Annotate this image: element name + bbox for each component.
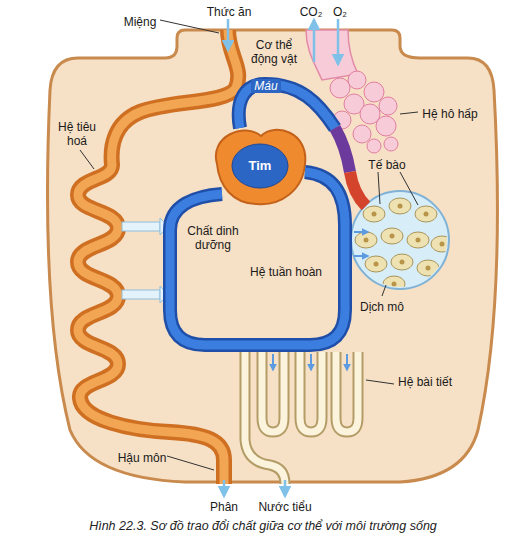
label-box: Dịch mô	[354, 297, 410, 315]
respiratory-system	[379, 97, 397, 115]
flow-arrow	[284, 480, 287, 496]
label-box: Thức ăn	[198, 2, 260, 20]
tissue-cells	[398, 204, 403, 209]
part-label: Miệng	[124, 15, 157, 29]
body-outline	[44, 28, 500, 486]
tissue-cells	[381, 228, 403, 244]
nutrient-flow	[122, 290, 160, 299]
tissue-cells	[363, 206, 385, 222]
flow-arrow	[223, 480, 226, 496]
flow-arrow	[346, 354, 348, 370]
label-box: CO₂	[296, 2, 326, 20]
respiratory-system	[384, 137, 398, 151]
tissue-cells	[415, 206, 437, 222]
heart-wall	[216, 130, 305, 204]
caption-box: Hình 22.3. Sơ đồ trao đổi chất giữa cơ t…	[0, 516, 526, 534]
tissue-cells	[374, 262, 379, 267]
label-box: Hậu môn	[110, 448, 174, 466]
tissue-cells	[426, 266, 431, 271]
tissue-cells	[364, 238, 369, 243]
tissue-cells	[407, 232, 429, 248]
gas-label: CO₂	[300, 5, 323, 19]
label-box: Hệ hô hấp	[420, 104, 480, 122]
label-box: Tế bào	[360, 155, 414, 173]
label-box: Chất dinh dưỡng	[178, 224, 248, 253]
vessel-label: Máu	[251, 79, 280, 93]
gas-label: O₂	[333, 5, 347, 19]
input-label: Thức ăn	[207, 5, 252, 19]
respiratory-system	[330, 78, 350, 98]
part-label: Hệ hô hấp	[422, 107, 477, 121]
tissue-cells	[365, 256, 387, 272]
tissue-cells	[391, 254, 413, 270]
tissue-cells	[440, 242, 445, 247]
tissue-cells	[400, 260, 405, 265]
part-label: Hệ bài tiết	[398, 375, 452, 389]
respiratory-system	[376, 116, 396, 136]
body-region: Cơ thể động vậtTim	[44, 28, 500, 486]
text-box: Tim	[210, 126, 310, 206]
organ-shape: Tim	[205, 120, 310, 206]
label-box: Hệ bài tiết	[392, 372, 458, 390]
flow-arrow	[227, 19, 230, 50]
label-box: Hệ tuần hoàn	[236, 262, 336, 280]
part-label: Dịch mô	[360, 300, 404, 314]
flow-arrow	[337, 19, 340, 64]
flow-arrow	[354, 231, 368, 233]
output-label: Nước tiểu	[258, 500, 311, 514]
part-label: Hệ tiêu hoá	[52, 120, 102, 148]
label-box: Máu	[248, 76, 284, 94]
tissue-cells	[390, 234, 395, 239]
flow-arrow	[272, 354, 274, 370]
tissue-cells	[372, 212, 377, 217]
node-label: Cơ thể động vật	[246, 38, 302, 66]
nutrient-flow	[122, 222, 160, 231]
flow-label: Chất dinh dưỡng	[178, 224, 248, 252]
respiratory-system	[353, 125, 371, 143]
part-label: Hậu môn	[118, 451, 167, 465]
tissue-cells	[424, 212, 429, 217]
label-box: Phân	[200, 497, 248, 515]
tissue-cells	[392, 282, 397, 287]
flow-arrow	[310, 354, 312, 370]
tissue-cells	[417, 260, 439, 276]
node-label: Tim	[249, 159, 272, 173]
tissue-cells	[416, 238, 421, 243]
heart-chamber	[232, 144, 288, 188]
respiratory-system	[364, 82, 384, 102]
caption: Hình 22.3. Sơ đồ trao đổi chất giữa cơ t…	[89, 519, 437, 534]
respiratory-system	[348, 71, 366, 89]
flow-arrow	[354, 255, 368, 257]
tissue-cells	[355, 232, 377, 248]
label-box: Miệng	[118, 12, 162, 30]
label-box: Nước tiểu	[252, 497, 318, 515]
respiratory-system	[367, 139, 381, 153]
body-outline	[47, 30, 497, 482]
tissue-cells	[389, 198, 411, 214]
label-box: Hệ tiêu hoá	[52, 120, 102, 149]
flow-arrow	[313, 20, 316, 62]
part-label: Tế bào	[368, 158, 405, 172]
output-label: Phân	[210, 500, 238, 514]
text-box: Cơ thể động vật	[246, 38, 302, 67]
part-label: Hệ tuần hoàn	[250, 265, 322, 279]
label-box: O₂	[328, 2, 352, 20]
